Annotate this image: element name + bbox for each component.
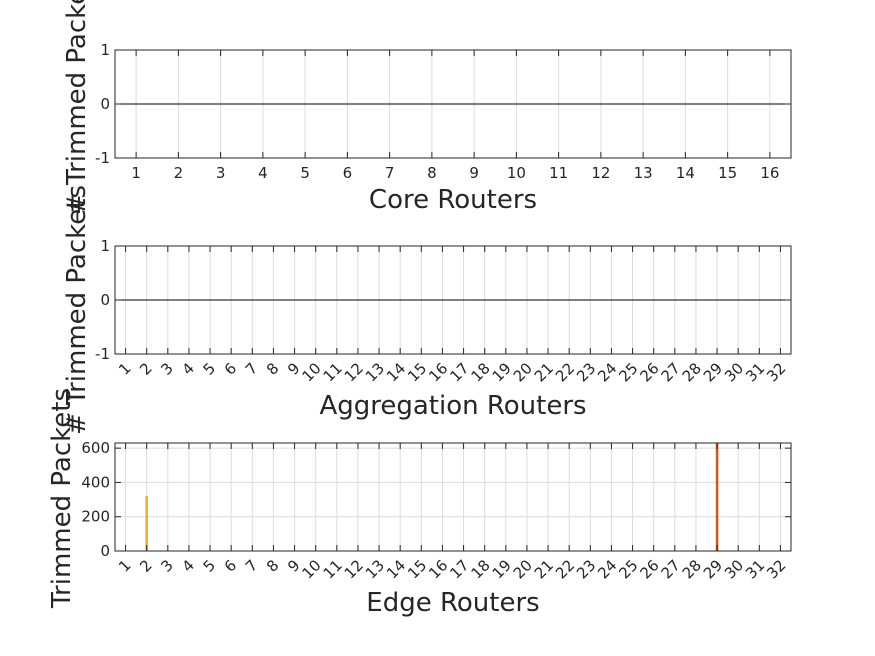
edge-panel-xtick-label: 32 xyxy=(763,556,789,582)
aggregation-panel-ytick-label: 0 xyxy=(100,291,110,309)
edge-panel-ytick-label: 600 xyxy=(81,439,110,457)
aggregation-panel-xtick-label: 7 xyxy=(242,359,261,378)
edge-panel-axes-frame xyxy=(114,442,792,552)
core-panel-xtick-label: 13 xyxy=(634,164,653,182)
edge-panel-xtick-label: 4 xyxy=(178,556,197,575)
edge-panel-xlabel: Edge Routers xyxy=(366,588,539,618)
core-panel-ytick-label: -1 xyxy=(95,149,110,167)
core-panel-xtick-label: 5 xyxy=(300,164,310,182)
edge-panel-bar xyxy=(715,443,719,551)
aggregation-panel-xtick-label: 6 xyxy=(221,359,240,378)
edge-panel-xtick-label: 1 xyxy=(115,556,134,575)
aggregation-panel-xtick-label: 5 xyxy=(200,359,219,378)
aggregation-panel-xtick-label: 32 xyxy=(763,359,789,385)
edge-panel-xtick-label: 6 xyxy=(221,556,240,575)
edge-panel-xtick-label: 8 xyxy=(263,556,282,575)
aggregation-panel-xtick-label: 4 xyxy=(178,359,197,378)
core-panel-xtick-label: 6 xyxy=(343,164,353,182)
core-panel-xtick-label: 11 xyxy=(549,164,568,182)
core-panel-xtick-label: 4 xyxy=(258,164,268,182)
core-panel-xtick-label: 14 xyxy=(676,164,695,182)
core-panel-ytick-label: 0 xyxy=(100,95,110,113)
aggregation-panel-xlabel: Aggregation Routers xyxy=(319,391,586,421)
aggregation-panel-xtick-label: 8 xyxy=(263,359,282,378)
core-panel-xtick-label: 12 xyxy=(591,164,610,182)
aggregation-panel-xtick-label: 3 xyxy=(157,359,176,378)
core-panel-ylabel: # Trimmed Packets xyxy=(62,0,92,215)
core-panel-xlabel: Core Routers xyxy=(369,185,537,215)
edge-panel-plot-area xyxy=(115,443,791,551)
edge-panel-xtick-label: 5 xyxy=(200,556,219,575)
core-panel-xtick-label: 8 xyxy=(427,164,437,182)
core-panel-xtick-label: 15 xyxy=(718,164,737,182)
core-panel-xtick-label: 7 xyxy=(385,164,395,182)
aggregation-panel-xtick-label: 2 xyxy=(136,359,155,378)
aggregation-panel-ytick-label: 1 xyxy=(100,237,110,255)
edge-panel-bar xyxy=(145,496,148,551)
core-panel-xtick-label: 9 xyxy=(469,164,479,182)
edge-panel-ytick-label: 400 xyxy=(81,473,110,491)
core-panel-ytick-label: 1 xyxy=(100,41,110,59)
aggregation-panel-ylabel: # Trimmed Packets xyxy=(62,185,92,435)
edge-panel-ylabel: Trimmed Packets xyxy=(47,388,77,609)
edge-panel-xtick-label: 2 xyxy=(136,556,155,575)
core-panel-xtick-label: 16 xyxy=(760,164,779,182)
core-panel-xtick-label: 2 xyxy=(174,164,184,182)
aggregation-panel-xtick-label: 1 xyxy=(115,359,134,378)
aggregation-panel-ytick-label: -1 xyxy=(95,345,110,363)
edge-panel-ytick-label: 200 xyxy=(81,508,110,526)
edge-panel-xtick-label: 3 xyxy=(157,556,176,575)
core-panel-xtick-label: 1 xyxy=(131,164,141,182)
edge-panel-xtick-label: 7 xyxy=(242,556,261,575)
core-panel-xtick-label: 3 xyxy=(216,164,226,182)
edge-panel-ytick-label: 0 xyxy=(100,542,110,560)
core-panel-xtick-label: 10 xyxy=(507,164,526,182)
